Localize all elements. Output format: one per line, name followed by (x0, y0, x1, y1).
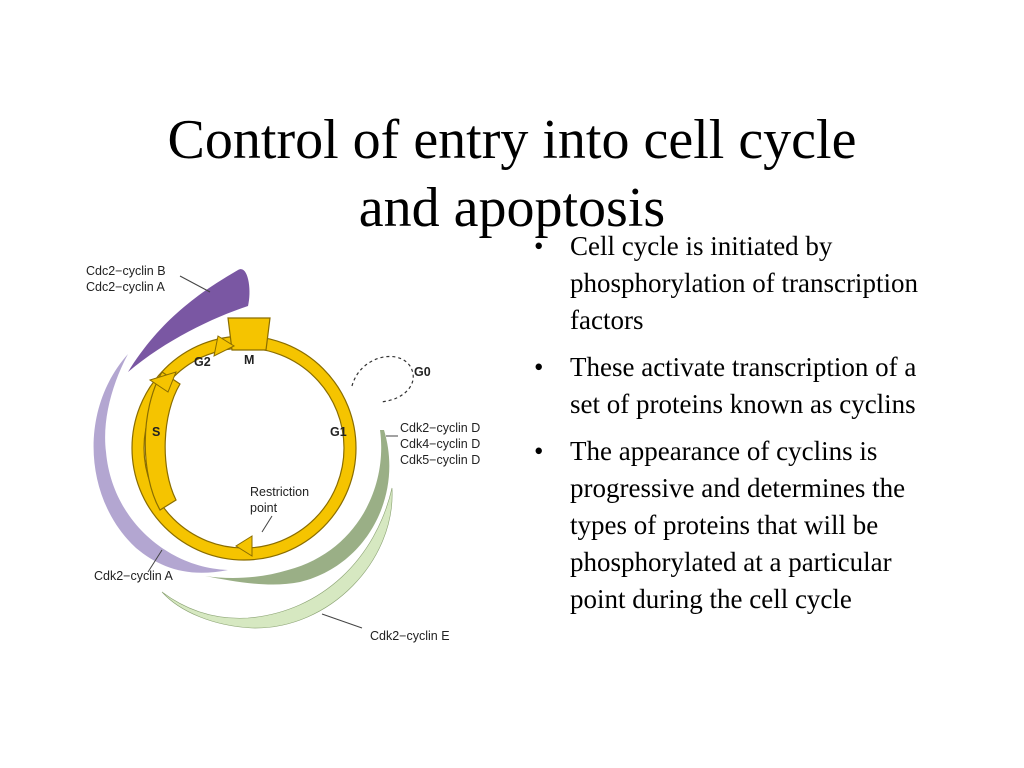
phase-label-g1: G1 (330, 425, 347, 439)
restriction-label-line-1: Restriction (250, 485, 309, 499)
bullet-list: • Cell cycle is initiated by phosphorylat… (530, 228, 950, 628)
phase-label-s: S (152, 425, 160, 439)
g2-arrowhead (213, 335, 236, 357)
bullet-dot: • (534, 352, 544, 382)
slide-title: Control of entry into cell cycle and apo… (60, 106, 964, 242)
label-cdk5-cyclin-d: Cdk5−cyclin D (400, 453, 480, 467)
cyclin-b-band (128, 269, 250, 372)
bullet-item: • These activate transcription of a set o… (530, 349, 950, 423)
bullet-item: • The appearance of cyclins is progressiv… (530, 433, 950, 618)
s-arrowhead (148, 371, 177, 393)
label-cdc2-cyclin-b: Cdc2−cyclin B (86, 264, 166, 278)
label-cdk2-cyclin-e: Cdk2−cyclin E (370, 629, 450, 643)
phase-label-g0: G0 (414, 365, 431, 379)
g1-arrowhead (235, 535, 253, 557)
bullet-text: The appearance of cyclins is progressive… (570, 436, 906, 614)
leader-cdk2-a (147, 549, 163, 573)
phase-label-g2: G2 (194, 355, 211, 369)
label-cdk4-cyclin-d: Cdk4−cyclin D (400, 437, 480, 451)
bullet-text: Cell cycle is initiated by phosphorylati… (570, 231, 918, 335)
cyclin-d-band (205, 430, 390, 585)
bullet-item: • Cell cycle is initiated by phosphorylat… (530, 228, 950, 339)
label-cdc2-cyclin-a: Cdc2−cyclin A (86, 280, 166, 294)
bullet-dot: • (534, 436, 544, 466)
leader-restriction (261, 515, 273, 533)
g0-loop (351, 356, 414, 403)
title-line-1: Control of entry into cell cycle (167, 108, 857, 171)
m-phase-block (227, 317, 271, 351)
bullet-text: These activate transcription of a set of… (570, 352, 917, 419)
label-cdk2-cyclin-a-lower: Cdk2−cyclin A (94, 569, 174, 583)
bullet-dot: • (534, 231, 544, 261)
label-cdk2-cyclin-d: Cdk2−cyclin D (400, 421, 480, 435)
s-phase-band (144, 371, 181, 511)
cyclin-e-band (161, 487, 393, 629)
title-line-2: and apoptosis (358, 176, 666, 239)
leader-cdc2 (179, 275, 211, 293)
cyclin-a-band (93, 354, 228, 573)
leader-cdk2-e (321, 613, 363, 629)
cycle-ring (131, 335, 357, 561)
phase-label-m: M (244, 353, 254, 367)
restriction-label-line-2: point (250, 501, 278, 515)
